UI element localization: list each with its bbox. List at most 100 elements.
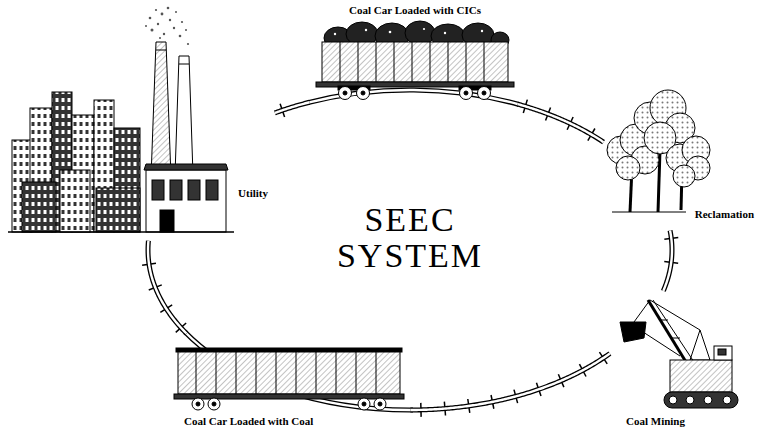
rail-track: [275, 102, 310, 113]
car-rib: [466, 42, 467, 82]
mining-shovel: [670, 360, 732, 392]
tree-crown: [616, 156, 640, 180]
tread-wheel: [669, 396, 731, 404]
rail-link: [518, 100, 604, 143]
cic-highlight: [334, 33, 336, 35]
power-plant: [146, 170, 226, 232]
station-label: Coal Car Loaded with CICs: [349, 4, 481, 17]
car-rib: [376, 42, 377, 82]
rail-gap: [518, 104, 604, 142]
car-rib: [216, 352, 217, 394]
smoke: [179, 35, 182, 38]
mining-shovel: [620, 322, 646, 342]
power-plant: [152, 180, 164, 200]
smoke: [185, 29, 187, 31]
coal-car-coal: [174, 394, 404, 399]
coal-car-cics: [316, 21, 514, 100]
mining-shovel: [664, 392, 738, 408]
tread-wheel: [669, 396, 677, 404]
station-label: Utility: [238, 187, 268, 200]
car-rib: [430, 42, 431, 82]
cic-highlight: [389, 31, 392, 34]
rail-link: [275, 102, 310, 117]
car-rib: [412, 42, 413, 82]
cic-load: [405, 21, 435, 45]
car-rib: [358, 42, 359, 82]
rail-track: [148, 241, 186, 334]
rail-link: [142, 241, 186, 334]
smokestack: [179, 64, 189, 65]
tread-wheel: [704, 396, 712, 404]
cic-highlight: [365, 29, 367, 31]
cic-highlight: [423, 28, 425, 30]
smoke: [151, 29, 154, 32]
power-plant: [8, 231, 234, 233]
rail-station: Utility: [6, 38, 272, 238]
smoke: [145, 25, 147, 27]
car-wheel: [339, 87, 352, 100]
smoke: [175, 11, 177, 13]
cic-highlight: [444, 32, 446, 34]
rail-station: Reclamation: [606, 90, 756, 228]
power-plant: [206, 180, 218, 200]
car-rib: [196, 352, 376, 394]
wheel-hub: [464, 91, 468, 95]
car-rib: [336, 352, 337, 394]
car-rib: [196, 352, 197, 394]
city-buildings: [96, 188, 140, 232]
mining-shovel: [648, 300, 686, 362]
city-buildings: [22, 182, 56, 232]
coal-car-cics: [322, 42, 508, 82]
car-rib: [484, 42, 485, 82]
rail-track: [410, 353, 610, 410]
mining-shovel: [620, 300, 738, 408]
rail-track: [663, 231, 672, 291]
station-label: Reclamation: [695, 208, 754, 221]
smoke: [155, 9, 157, 11]
tree-crown: [673, 165, 695, 187]
smoke: [159, 37, 161, 39]
mining-shovel: [640, 330, 680, 356]
smokestack: [156, 50, 166, 51]
smoke: [181, 21, 183, 23]
power-plant: [8, 164, 234, 232]
rail-gap: [148, 241, 186, 334]
car-rib: [340, 42, 341, 82]
mining-shovel: [634, 300, 650, 322]
smoke: [157, 23, 159, 25]
car-wheel: [358, 398, 370, 410]
rail-gap: [663, 231, 672, 291]
car-rib: [340, 42, 484, 82]
smoke: [167, 7, 170, 10]
utility-plant: [8, 7, 234, 232]
power-plant: [188, 180, 200, 200]
wheel-hub: [482, 91, 486, 95]
coal-car-coal: [174, 348, 404, 410]
car-wheel: [208, 398, 220, 410]
station-label: Coal Car Loaded with Coal: [184, 415, 313, 428]
car-wheel: [478, 87, 491, 100]
smoke: [163, 33, 165, 35]
wheel-hub: [196, 402, 200, 406]
car-rib: [256, 352, 257, 394]
smoke: [173, 27, 175, 29]
mining-shovel: [660, 320, 668, 321]
car-rib: [376, 352, 377, 394]
car-rib: [236, 352, 237, 394]
wheel-hub: [212, 402, 216, 406]
car-wheel: [357, 87, 370, 100]
rail-gap: [275, 102, 310, 113]
system-title: SEEC SYSTEM: [325, 202, 495, 273]
rail-station: Coal Mining: [612, 293, 742, 429]
mining-shovel: [690, 330, 710, 360]
mining-shovel: [718, 349, 726, 355]
car-wheel: [192, 398, 204, 410]
car-rib: [356, 352, 357, 394]
tread-wheel: [686, 396, 694, 404]
car-wheel: [460, 87, 473, 100]
reclamation-trees: [612, 212, 686, 213]
cic-highlight: [334, 28, 483, 35]
car-wheel: [374, 398, 386, 410]
car-rib: [276, 352, 277, 394]
